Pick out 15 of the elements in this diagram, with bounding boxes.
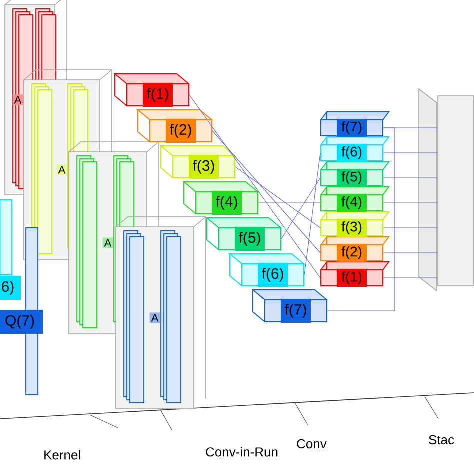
connector-line: [258, 202, 321, 204]
connector-line: [212, 130, 321, 254]
connector-line: [327, 128, 396, 312]
kernel-block: A: [116, 216, 206, 410]
connector-line: [281, 178, 321, 240]
connector-line: [304, 152, 321, 276]
connector-line: [383, 252, 438, 254]
connector-line: [235, 166, 321, 228]
axis-label: Kernel: [44, 450, 80, 460]
axis-label: Stac: [429, 435, 454, 445]
connector-line: [383, 202, 438, 204]
axis-label: Conv-in-Run: [206, 447, 278, 457]
axis-label: Conv: [297, 439, 327, 449]
kernel-label: 6): [0, 200, 21, 300]
connector-line: [383, 152, 438, 154]
